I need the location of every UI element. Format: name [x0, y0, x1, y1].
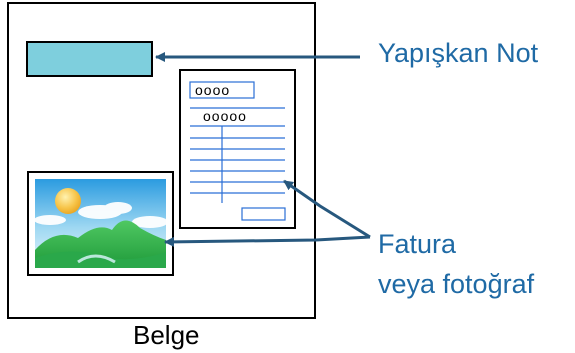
invoice-or-photo-label-line1: Fatura	[378, 229, 457, 259]
invoice-sub-circles: ooooo	[203, 108, 247, 124]
document-label: Belge	[133, 320, 200, 350]
invoice-header-box	[189, 81, 255, 99]
sticky-note	[26, 41, 153, 77]
photo	[27, 171, 174, 276]
invoice-header-circles: oooo	[195, 82, 231, 98]
sun-icon	[55, 188, 81, 214]
invoice-or-photo-label-line2: veya fotoğraf	[378, 269, 535, 299]
photo-arrow	[164, 235, 371, 247]
invoice-total-box	[241, 207, 286, 221]
invoice-arrow	[283, 179, 371, 239]
invoice	[179, 69, 296, 229]
sticky-note-label: Yapışkan Not	[378, 38, 539, 68]
